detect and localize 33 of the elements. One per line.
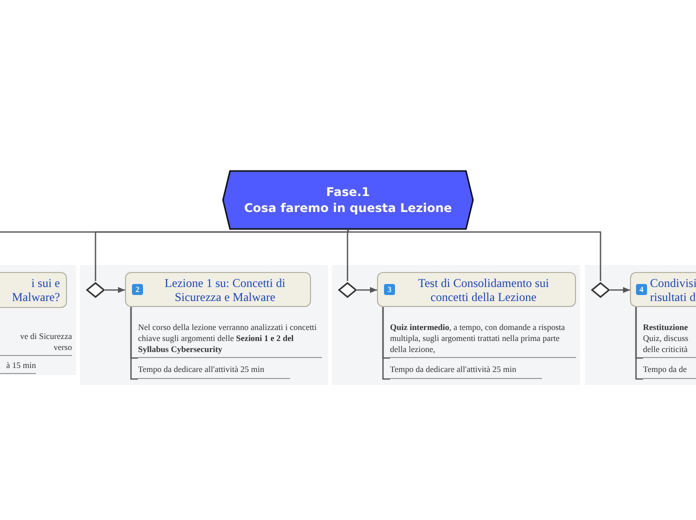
topic-box: [377, 272, 576, 307]
connector-line: [130, 307, 138, 380]
connector-line: [610, 287, 630, 293]
diamond-connector: [591, 281, 610, 299]
time-note: Tempo da dedicare all'attività 25 min: [138, 361, 290, 379]
connector-line: [382, 307, 390, 380]
diamond-connector: [86, 281, 105, 299]
topic-title: Condivisi risultati d: [650, 276, 696, 304]
connector-line: [346, 230, 349, 281]
connector-line: [357, 287, 377, 293]
note-text: Nel corso della lezione verranno analizzati i concetti chiave sugli argomenti delle Sezioni 1 e 2 del Syllabus Cybersecurity: [138, 318, 322, 358]
topic-title: Lezione 1 su: Concetti di Sicurezza e Malware: [164, 276, 286, 304]
number-badge: 4: [636, 284, 647, 295]
number-badge: 2: [132, 284, 143, 295]
connector-line: [347, 230, 602, 281]
connector-line: [635, 307, 643, 380]
topic-box: [630, 272, 696, 307]
topic-box: [125, 272, 311, 307]
node-title: Cosa faremo in questa Lezione: [244, 200, 452, 216]
note-text: Restituzione Quiz, discuss delle criticità: [643, 318, 696, 358]
topic-title: Test di Consolidamento sui concetti della Lezione: [417, 276, 550, 304]
time-note: Tempo da dedicare all'attività 25 min: [390, 361, 542, 379]
diamond-connector: [338, 281, 357, 299]
number-badge: 3: [384, 284, 395, 295]
connector-line: [94, 230, 349, 281]
node-title: Fase.1: [326, 184, 370, 200]
time-note: Tempo da de: [643, 361, 696, 379]
topic-box: [0, 272, 67, 308]
topic-title: i sui e Malware?: [11, 276, 60, 304]
connector-line: [105, 287, 125, 293]
note-text: ve di Sicurezza verso: [0, 320, 72, 356]
time-note: à 15 min: [0, 358, 36, 374]
note-text: Quiz intermedio, a tempo, con domande a risposta multipla, sugli argomenti trattati nella prima parte della lezione,: [390, 318, 576, 358]
